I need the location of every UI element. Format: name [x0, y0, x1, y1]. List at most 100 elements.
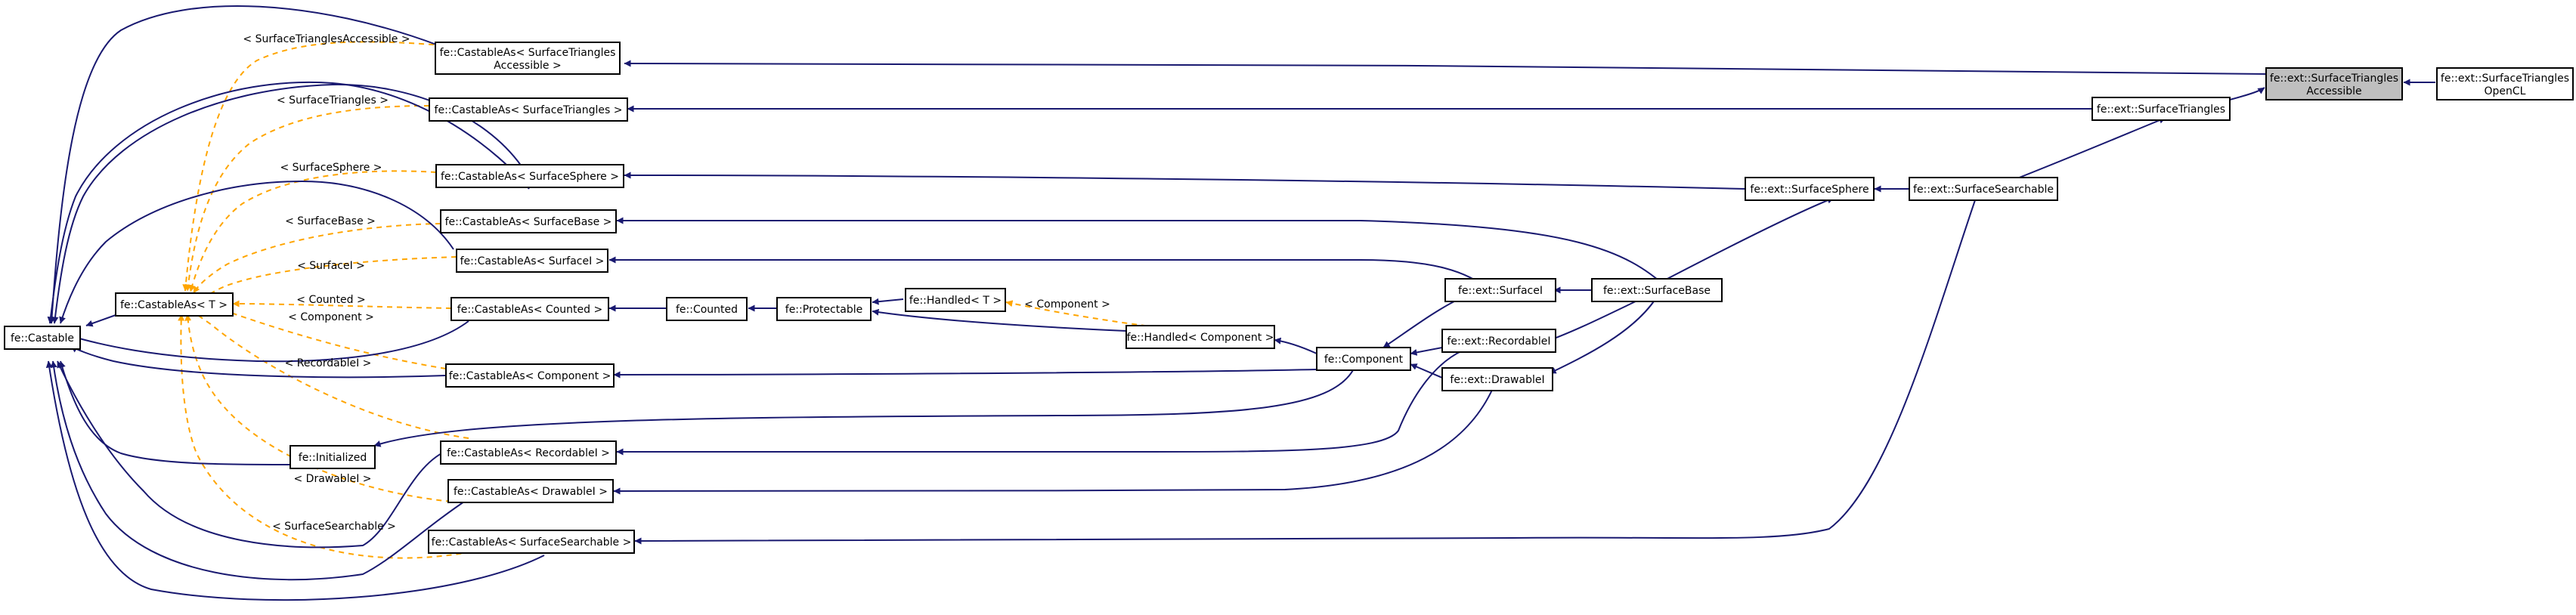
- node-ext-surfacetrianglesaccessible[interactable]: fe::ext::SurfaceTriangles Accessible: [2265, 67, 2403, 100]
- node-castableas-drawablei[interactable]: fe::CastableAs< DrawableI >: [447, 479, 614, 503]
- node-castable-line-1: fe::Castable: [11, 332, 74, 345]
- edge-ext-st-ext-sta: [2229, 87, 2265, 100]
- node-castableas-surfacetriangles-line-1: fe::CastableAs< SurfaceTriangles >: [435, 104, 623, 116]
- node-castableas-drawablei-line-1: fe::CastableAs< DrawableI >: [454, 486, 608, 498]
- node-ext-surfacesearchable[interactable]: fe::ext::SurfaceSearchable: [1909, 177, 2058, 201]
- node-ext-drawablei[interactable]: fe::ext::DrawableI: [1441, 367, 1553, 391]
- node-castableas-surfacei-line-1: fe::CastableAs< SurfaceI >: [460, 255, 605, 267]
- template-label-handled-component: < Component >: [1024, 298, 1110, 311]
- edge-cast-draw-ext-draw: [613, 388, 1494, 495]
- node-castableas-surfacetriangles[interactable]: fe::CastableAs< SurfaceTriangles >: [429, 97, 628, 122]
- node-component[interactable]: fe::Component: [1316, 347, 1411, 371]
- node-handled-t[interactable]: fe::Handled< T >: [905, 288, 1006, 312]
- edge-cast-si-ext-si: [608, 256, 1490, 290]
- edge-handledcomp-component: [1274, 337, 1317, 354]
- edge-cast-sb-ext-sb: [616, 217, 1669, 289]
- node-castable[interactable]: fe::Castable: [4, 326, 81, 350]
- edge-castable-surfacesearchable: [45, 360, 545, 601]
- node-ext-surfacebase-line-1: fe::ext::SurfaceBase: [1603, 285, 1711, 297]
- edge-protectable-handledcomp: [872, 308, 1127, 332]
- node-castableas-surfacesearchable-line-1: fe::CastableAs< SurfaceSearchable >: [432, 536, 632, 549]
- node-ext-surfacetriangles[interactable]: fe::ext::SurfaceTriangles: [2091, 97, 2231, 121]
- nodes: fe::Castable fe::CastableAs< T > fe::Cas…: [4, 42, 2574, 554]
- template-label-surfacetrianglesaccessible: < SurfaceTrianglesAccessible >: [243, 33, 410, 45]
- template-edge-surfacesphere: [188, 170, 437, 292]
- template-edge-surfacetriangles: [184, 105, 430, 292]
- node-ext-surfacetrianglesopencl-line-1: fe::ext::SurfaceTriangles: [2441, 73, 2569, 85]
- template-label-recordablei: < RecordableI >: [285, 357, 372, 369]
- node-ext-surfacesphere[interactable]: fe::ext::SurfaceSphere: [1745, 177, 1875, 201]
- node-castableas-surfacesearchable[interactable]: fe::CastableAs< SurfaceSearchable >: [428, 530, 635, 554]
- template-edge-surfacei: [202, 256, 457, 299]
- edge-castable-initialized: [59, 360, 291, 465]
- node-ext-surfacei[interactable]: fe::ext::SurfaceI: [1444, 278, 1556, 302]
- node-castableas-recordablei-line-1: fe::CastableAs< RecordableI >: [447, 447, 610, 459]
- edge-ext-draw-ext-sb: [1549, 298, 1656, 374]
- node-castableas-surfacesphere[interactable]: fe::CastableAs< SurfaceSphere >: [435, 164, 624, 188]
- node-ext-surfacetrianglesopencl[interactable]: fe::ext::SurfaceTriangles OpenCL: [2436, 67, 2574, 100]
- edge-ext-rec-ext-sb: [1541, 298, 1641, 345]
- node-ext-surfacesphere-line-1: fe::ext::SurfaceSphere: [1750, 184, 1869, 196]
- node-ext-surfacetrianglesaccessible-line-1: fe::ext::SurfaceTriangles: [2270, 73, 2398, 85]
- edge-component-ext-rec: [1410, 347, 1443, 356]
- edge-ext-sb-ext-ss: [1662, 196, 1834, 282]
- template-edge-component: [203, 301, 447, 369]
- node-ext-surfacebase[interactable]: fe::ext::SurfaceBase: [1591, 278, 1723, 302]
- template-label-surfacebase: < SurfaceBase >: [285, 215, 376, 227]
- node-castableas-t[interactable]: fe::CastableAs< T >: [115, 292, 234, 317]
- template-edge-recordablei: [191, 309, 469, 439]
- edge-protectable-handledt: [872, 298, 904, 305]
- edge-castable-drawablei: [50, 360, 469, 581]
- node-handled-component[interactable]: fe::Handled< Component >: [1125, 325, 1275, 349]
- node-castableas-surfacei[interactable]: fe::CastableAs< SurfaceI >: [456, 249, 608, 273]
- template-labels: < SurfaceTrianglesAccessible > < Surface…: [243, 33, 1110, 533]
- edge-cast-comp-component: [613, 369, 1317, 379]
- node-castableas-component-line-1: fe::CastableAs< Component >: [449, 370, 611, 382]
- node-castableas-component[interactable]: fe::CastableAs< Component >: [445, 363, 615, 388]
- template-edge-handled-component: [1005, 300, 1157, 328]
- node-counted[interactable]: fe::Counted: [666, 297, 748, 321]
- template-edge-surfacebase: [193, 223, 441, 294]
- node-handled-t-line-1: fe::Handled< T >: [909, 295, 1002, 307]
- node-castableas-surfacetrianglesaccessible[interactable]: fe::CastableAs< SurfaceTriangles Accessi…: [435, 42, 621, 75]
- node-ext-recordablei-line-1: fe::ext::RecordableI: [1447, 335, 1550, 348]
- node-castableas-surfacebase[interactable]: fe::CastableAs< SurfaceBase >: [440, 209, 617, 233]
- node-protectable-line-1: fe::Protectable: [785, 304, 862, 316]
- edge-ext-search-ext-st: [2013, 116, 2166, 181]
- node-castableas-recordablei[interactable]: fe::CastableAs< RecordableI >: [440, 440, 617, 465]
- node-ext-surfacetrianglesaccessible-line-2: Accessible: [2306, 85, 2361, 97]
- node-castableas-counted[interactable]: fe::CastableAs< Counted >: [450, 297, 609, 321]
- node-ext-surfacetriangles-line-1: fe::ext::SurfaceTriangles: [2097, 104, 2225, 116]
- edge-castable-surfacebase: [59, 180, 454, 324]
- template-label-surfacetriangles: < SurfaceTriangles >: [277, 94, 389, 107]
- node-ext-drawablei-line-1: fe::ext::DrawableI: [1450, 374, 1544, 386]
- template-label-surfacesphere: < SurfaceSphere >: [280, 162, 382, 174]
- edge-castable-castableas-t: [85, 314, 116, 327]
- node-initialized[interactable]: fe::Initialized: [289, 445, 376, 469]
- edge-castable-surfacetrianglesaccessible: [48, 5, 439, 324]
- node-castableas-surfacetrianglesaccessible-line-1: fe::CastableAs< SurfaceTriangles: [440, 47, 616, 59]
- edge-castable-surfacetriangles: [47, 82, 530, 324]
- node-castableas-surfacesphere-line-1: fe::CastableAs< SurfaceSphere >: [441, 171, 619, 183]
- edge-cast-ss-ext-ss: [624, 172, 1746, 190]
- node-ext-recordablei[interactable]: fe::ext::RecordableI: [1441, 329, 1556, 353]
- node-component-line-1: fe::Component: [1324, 354, 1404, 366]
- node-initialized-line-1: fe::Initialized: [299, 452, 367, 464]
- template-label-surfacesearchable: < SurfaceSearchable >: [272, 521, 396, 533]
- node-castableas-counted-line-1: fe::CastableAs< Counted >: [457, 304, 602, 316]
- node-castableas-t-line-1: fe::CastableAs< T >: [120, 299, 228, 311]
- edge-cast-search-ext-search: [634, 197, 1977, 545]
- edge-castable-recordablei: [57, 360, 447, 549]
- template-label-surfacei: < SurfaceI >: [297, 260, 365, 272]
- edge-cast-sta-ext-sta: [624, 60, 2268, 75]
- template-label-drawablei: < DrawableI >: [293, 473, 371, 485]
- node-protectable[interactable]: fe::Protectable: [776, 297, 872, 321]
- node-castableas-surfacetrianglesaccessible-line-2: Accessible >: [494, 60, 561, 72]
- edge-component-ext-si: [1382, 298, 1460, 348]
- node-castableas-surfacebase-line-1: fe::CastableAs< SurfaceBase >: [445, 216, 612, 228]
- edge-component-ext-draw: [1410, 363, 1443, 379]
- node-ext-surfacei-line-1: fe::ext::SurfaceI: [1458, 285, 1543, 297]
- node-ext-surfacesearchable-line-1: fe::ext::SurfaceSearchable: [1913, 184, 2054, 196]
- edge-cast-rec-ext-rec: [616, 350, 1463, 456]
